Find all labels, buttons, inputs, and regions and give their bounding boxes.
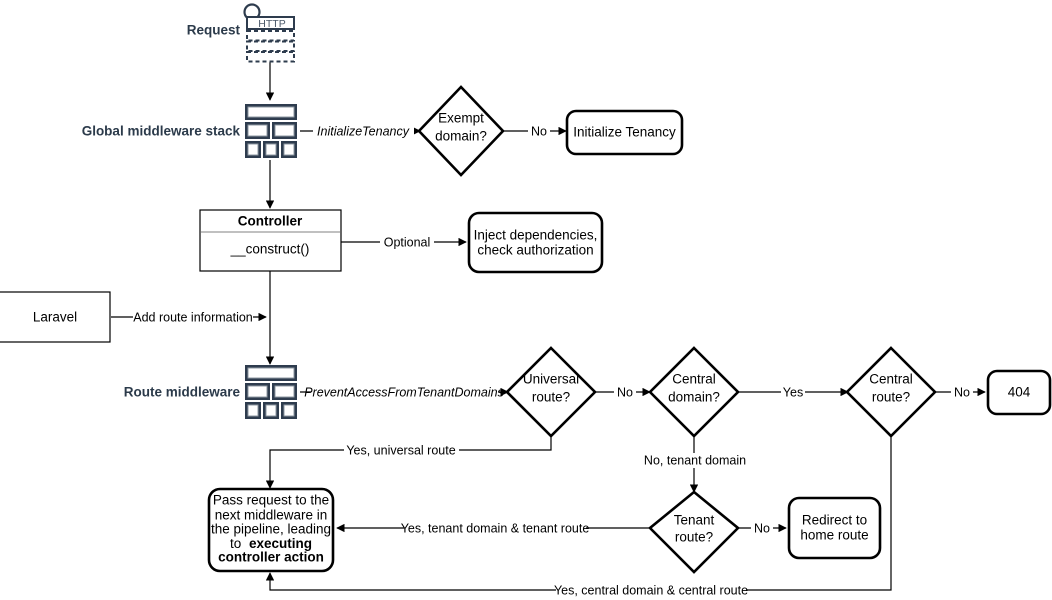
- side-label-request: Request: [187, 23, 241, 38]
- svg-text:Initialize Tenancy: Initialize Tenancy: [573, 125, 676, 140]
- svg-text:Laravel: Laravel: [33, 310, 77, 325]
- svg-text:to executing: to executing: [230, 536, 312, 551]
- svg-text:Yes, tenant domain & tenant ro: Yes, tenant domain & tenant route: [401, 521, 590, 535]
- side-label-route-middleware: Route middleware: [124, 385, 241, 400]
- svg-text:route?: route?: [675, 530, 713, 545]
- node-central-domain[interactable]: Central domain?: [648, 346, 740, 438]
- svg-text:Yes, universal route: Yes, universal route: [346, 443, 455, 457]
- node-initialize-tenancy[interactable]: Initialize Tenancy: [565, 109, 684, 156]
- edge-label-tenant-route-no: No: [751, 521, 773, 536]
- svg-text:404: 404: [1008, 385, 1031, 400]
- svg-text:No: No: [617, 385, 633, 399]
- edge-label-prevent-access: PreventAccessFromTenantDomains: [304, 385, 504, 400]
- svg-text:Central: Central: [869, 372, 913, 387]
- svg-text:domain?: domain?: [668, 390, 720, 405]
- svg-text:Controller: Controller: [238, 214, 303, 229]
- node-central-route[interactable]: Central route?: [845, 346, 937, 438]
- node-redirect-home[interactable]: Redirect to home route: [787, 496, 882, 560]
- node-tenant-route[interactable]: Tenant route?: [648, 490, 740, 574]
- pass-request-line4-plain: to: [230, 536, 241, 551]
- svg-text:domain?: domain?: [435, 129, 487, 144]
- edge-label-central-route-yes: Yes, central domain & central route: [554, 583, 748, 598]
- svg-text:controller action: controller action: [218, 550, 324, 565]
- svg-text:Add route information: Add route information: [133, 310, 253, 324]
- edge-label-tenant-route-yes: Yes, tenant domain & tenant route: [401, 521, 590, 536]
- edge-label-central-domain-yes: Yes: [781, 385, 805, 400]
- svg-text:No: No: [954, 385, 970, 399]
- svg-text:Yes, central domain & central: Yes, central domain & central route: [554, 583, 748, 597]
- edge-label-optional: Optional: [380, 235, 434, 250]
- node-laravel[interactable]: Laravel: [0, 291, 111, 343]
- svg-text:Universal: Universal: [523, 372, 579, 387]
- svg-text:HTTP: HTTP: [258, 18, 285, 30]
- middleware-stack-icon-global: [245, 104, 297, 158]
- edge-label-central-domain-no-tenant: No, tenant domain: [640, 453, 750, 468]
- svg-text:Exempt: Exempt: [438, 111, 484, 126]
- edge-label-initialize-tenancy: InitializeTenancy: [313, 124, 414, 139]
- edge-label-universal-route-no: No: [614, 385, 636, 400]
- edge-label-add-route-information: Add route information: [133, 310, 253, 325]
- svg-text:InitializeTenancy: InitializeTenancy: [317, 124, 410, 138]
- node-inject-dependencies[interactable]: Inject dependencies, check authorization: [467, 211, 604, 274]
- middleware-stack-icon-route: [245, 365, 297, 419]
- edge-label-central-route-no: No: [951, 385, 973, 400]
- http-request-icon: HTTP: [243, 3, 295, 63]
- svg-text:Yes: Yes: [783, 385, 803, 399]
- node-pass-request[interactable]: Pass request to the next middleware in t…: [207, 487, 335, 573]
- svg-text:route?: route?: [872, 390, 910, 405]
- node-404[interactable]: 404: [986, 369, 1052, 416]
- svg-text:No, tenant domain: No, tenant domain: [644, 453, 746, 467]
- svg-text:No: No: [754, 521, 770, 535]
- node-exempt-domain[interactable]: Exempt domain?: [417, 85, 505, 177]
- pass-request-line4-bold: executing: [249, 536, 312, 551]
- edge-label-universal-route-yes: Yes, universal route: [344, 443, 459, 458]
- node-universal-route[interactable]: Universal route?: [505, 346, 597, 438]
- svg-text:Tenant: Tenant: [674, 513, 715, 528]
- svg-text:route?: route?: [532, 390, 570, 405]
- svg-text:home route: home route: [800, 528, 868, 543]
- svg-text:next middleware in: next middleware in: [215, 508, 328, 523]
- svg-text:Inject dependencies,: Inject dependencies,: [474, 228, 598, 243]
- svg-text:No: No: [531, 124, 547, 138]
- edge-label-exempt-domain-no: No: [528, 124, 550, 139]
- svg-text:PreventAccessFromTenantDomains: PreventAccessFromTenantDomains: [304, 385, 504, 399]
- svg-text:the pipeline, leading: the pipeline, leading: [211, 522, 331, 537]
- svg-text:Optional: Optional: [384, 235, 431, 249]
- svg-text:Central: Central: [672, 372, 716, 387]
- side-label-global-middleware-stack: Global middleware stack: [82, 124, 241, 139]
- svg-text:Pass request to the: Pass request to the: [213, 493, 329, 508]
- svg-text:__construct(): __construct(): [230, 242, 310, 257]
- node-controller[interactable]: Controller __construct(): [199, 209, 342, 272]
- svg-text:Redirect to: Redirect to: [802, 513, 867, 528]
- svg-text:check authorization: check authorization: [477, 243, 593, 258]
